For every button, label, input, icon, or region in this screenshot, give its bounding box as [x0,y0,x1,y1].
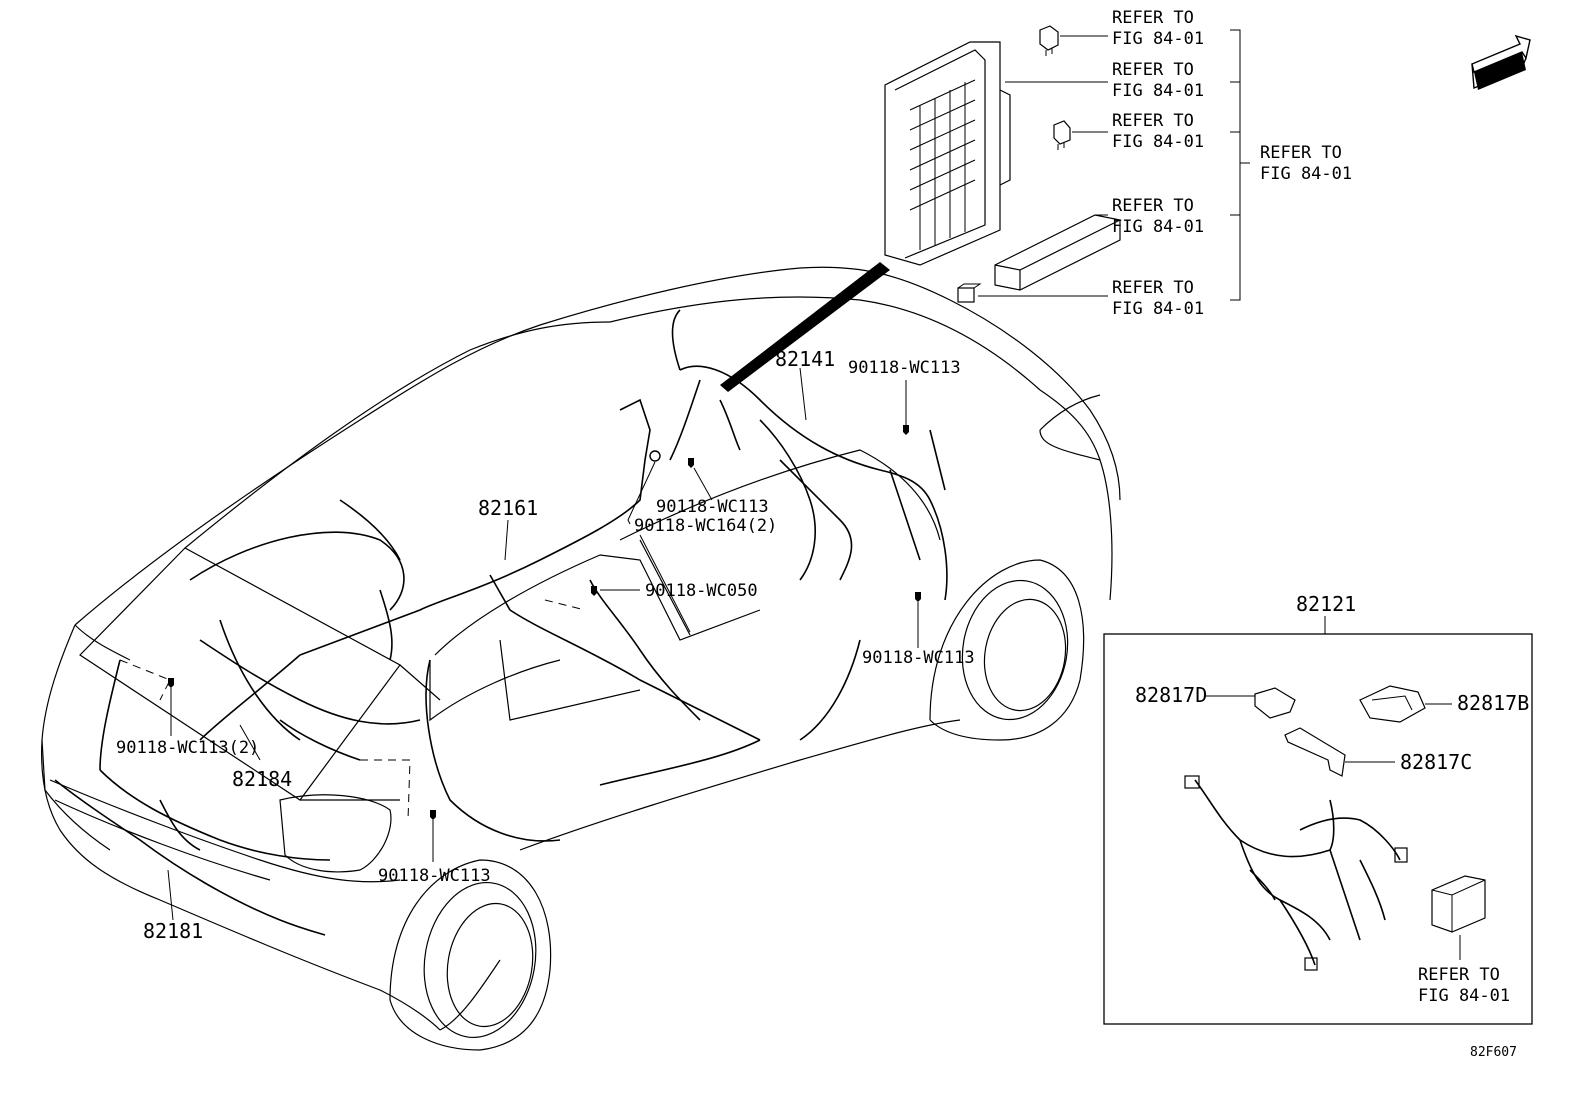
part-leader-lines [167,367,807,921]
dashed-callout-lower [360,759,411,821]
rear-wheel [389,859,552,1051]
part-label-82141: 82141 [775,347,835,371]
front-wheel [929,559,1085,741]
refer-line1: REFER TO [1112,60,1194,80]
refer-line2: FIG 84-01 [1418,986,1510,1006]
refer-callout-3: REFER TO FIG 84-01 [1112,111,1204,152]
part-label-82121: 82121 [1296,592,1356,616]
refer-leader-lines [978,29,1250,301]
dashed-callout-left [119,659,171,701]
relay-icon [1039,25,1059,56]
refer-line1: REFER TO [1260,143,1342,163]
fastener-leader-lines [170,380,919,862]
wire-harness-82161 [199,398,861,842]
fastener-label-mid-a: 90118-WC113 [656,497,769,517]
fastener-label-top: 90118-WC113 [848,358,961,378]
refer-line2: FIG 84-01 [1112,132,1204,152]
fastener-label-wc050: 90118-WC050 [645,581,758,601]
refer-line1: REFER TO [1112,8,1194,28]
connector-small-icon [957,283,982,303]
refer-callout-1: REFER TO FIG 84-01 [1112,8,1204,49]
refer-callout-inset: REFER TO FIG 84-01 [1418,965,1510,1006]
bolt-icon [168,425,921,820]
fastener-label-bottom: 90118-WC113 [378,866,491,886]
vehicle-body-outline [41,266,1121,1031]
fastener-label-left: 90118-WC113(2) [116,738,259,758]
refer-line1: REFER TO [1112,278,1194,298]
refer-callout-4: REFER TO FIG 84-01 [1112,196,1204,237]
refer-line1: REFER TO [1112,196,1194,216]
refer-callout-5: REFER TO FIG 84-01 [1112,278,1204,319]
junction-block-assembly [884,41,1011,266]
refer-line1: REFER TO [1112,111,1194,131]
diagram-id: 82F607 [1470,1045,1517,1060]
part-label-82181: 82181 [143,919,203,943]
dashed-callout-center [544,599,586,611]
fuse-icon [1053,120,1071,150]
refer-line1: REFER TO [1418,965,1500,985]
refer-line2: FIG 84-01 [1112,217,1204,237]
part-label-82817D: 82817D [1135,683,1207,707]
refer-callout-summary: REFER TO FIG 84-01 [1260,143,1352,184]
refer-line2: FIG 84-01 [1112,29,1204,49]
refer-line2: FIG 84-01 [1112,299,1204,319]
refer-line2: FIG 84-01 [1112,81,1204,101]
wire-harness-82184 [189,499,421,761]
fwd-arrow-icon: FWD [1471,34,1531,90]
part-label-82184: 82184 [232,767,292,791]
block-location-pointer [720,262,890,392]
part-label-82817B: 82817B [1457,691,1529,715]
fastener-label-mid-b: 90118-WC164(2) [634,516,777,536]
part-label-82817C: 82817C [1400,750,1472,774]
fastener-label-right: 90118-WC113 [862,648,975,668]
wire-harness-82181 [54,659,331,936]
ecu-module [994,214,1121,291]
part-label-82161: 82161 [478,496,538,520]
refer-callout-2: REFER TO FIG 84-01 [1112,60,1204,101]
refer-line2: FIG 84-01 [1260,164,1352,184]
inset-panel-82121 [1103,616,1533,1025]
